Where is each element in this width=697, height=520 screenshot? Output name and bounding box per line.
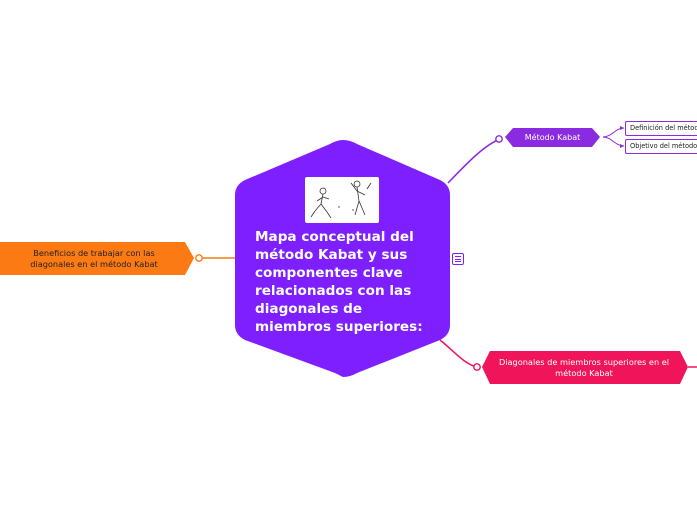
central-node-title: Mapa conceptual del método Kabat y sus c…: [255, 229, 423, 335]
arrow-objetivo: [620, 144, 624, 148]
connector-diagonales: [439, 339, 477, 368]
connector-dot-metodo-kabat[interactable]: [495, 135, 503, 143]
node-metodo-kabat-label: Método Kabat: [524, 132, 581, 142]
kabat-exercise-illustration: [305, 177, 379, 223]
node-diagonales-shape[interactable]: [482, 351, 688, 384]
node-objetivo-metodo[interactable]: Objetivo del método: [625, 139, 697, 154]
node-definicion-metodo[interactable]: Definición del método: [625, 121, 697, 136]
node-diagonales-label: Diagonales de miembros superiores en el …: [498, 357, 670, 378]
connector-metodo-kabat: [447, 138, 501, 184]
connector-dot-beneficios[interactable]: [195, 254, 203, 262]
arrow-definicion: [620, 126, 624, 130]
node-metodo-kabat-shape[interactable]: [505, 128, 600, 147]
central-node-shape[interactable]: [235, 140, 450, 377]
node-beneficios-shape[interactable]: [0, 242, 194, 275]
notes-icon[interactable]: [452, 253, 464, 265]
node-beneficios-label: Beneficios de trabajar con las diagonale…: [30, 248, 158, 269]
connector-dot-diagonales[interactable]: [473, 363, 481, 371]
